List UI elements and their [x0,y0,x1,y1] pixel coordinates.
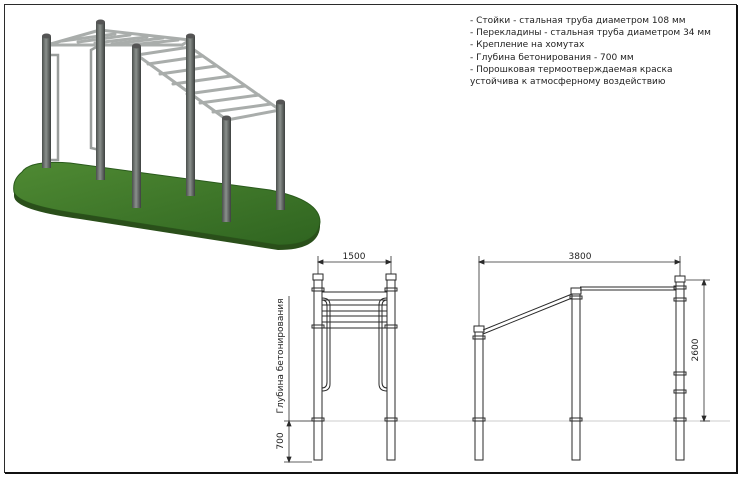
spec-paint: - Порошковая термоотверждаемая краска [470,64,673,75]
post-5 [222,118,231,222]
overhead-ladder [45,28,282,122]
post-1 [42,36,51,168]
front-view [472,275,687,461]
spec-posts: - Стойки - стальная труба диаметром 108 … [470,16,686,26]
side-dimension-1500 [316,256,393,274]
depth-dimension [284,296,312,464]
dim-front-length-label: 3800 [569,252,592,262]
spec-rungs: - Перекладины - стальная труба диаметром… [470,28,711,39]
post-2 [96,22,105,180]
front-dimension-3800 [477,256,682,326]
lawn-base [13,161,321,246]
side-bar-mid [89,43,101,152]
height-dimension [686,278,710,423]
dim-side-width-label: 1500 [343,252,366,262]
post-6 [276,102,285,210]
spec-paint-cont: устойчива к атмосферному воздействию [470,77,666,88]
spec-concrete-depth: - Глубина бетонирования - 700 мм [470,52,634,63]
side-bar-left [47,53,60,162]
dim-depth-label: 700 [276,432,286,449]
posts-3d [42,19,285,222]
side-view [311,273,398,461]
dim-height-label: 2600 [691,338,701,361]
spec-list: - Стойки - стальная труба диаметром 108 … [470,15,732,88]
dim-depth-caption: Глубина бетонирования [276,299,286,414]
post-4 [186,36,195,196]
render-3d [13,19,321,250]
drawing-sheet [4,4,738,474]
post-3 [132,46,141,208]
spec-mounting: - Крепление на хомутах [470,40,585,51]
